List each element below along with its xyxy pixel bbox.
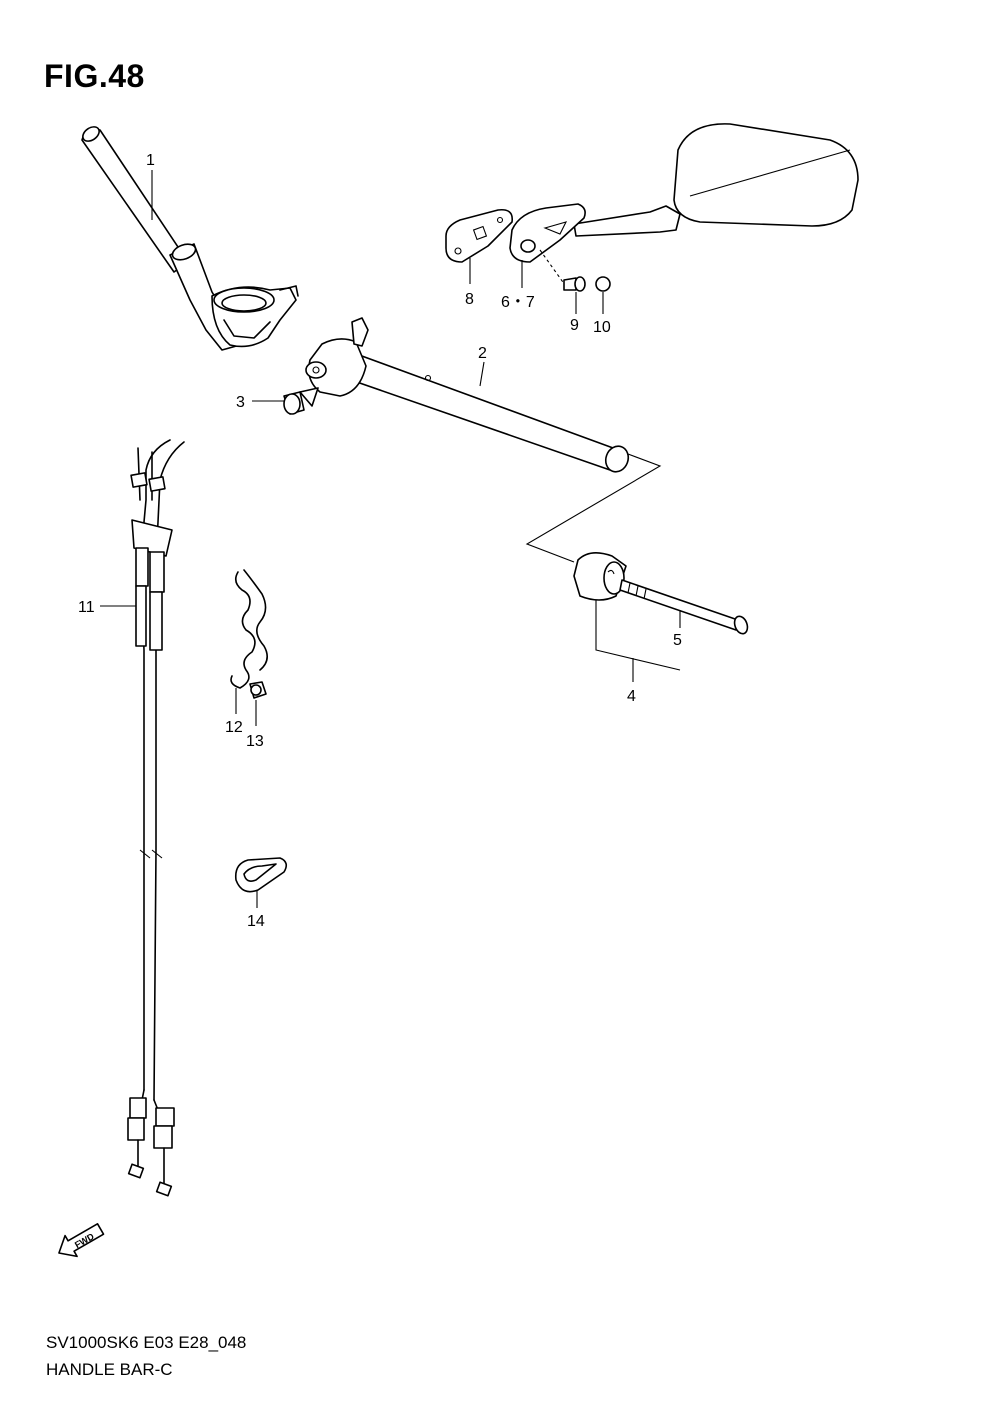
- forward-direction-arrow: FWD: [58, 1223, 105, 1258]
- callout-3: 3: [236, 394, 245, 411]
- figure-title: FIG.48: [44, 58, 145, 94]
- callout-4: 4: [627, 688, 636, 705]
- part-2-handlebar-tube: [305, 317, 630, 473]
- part-11-throttle-cables: [127, 439, 185, 1197]
- callout-9: 9: [570, 317, 579, 334]
- callout-8: 8: [465, 291, 474, 308]
- part-4-bar-end-weight: [573, 552, 627, 601]
- part-9-screw: [539, 249, 586, 292]
- callout-13: 13: [246, 733, 264, 750]
- callout-1: 1: [146, 152, 155, 169]
- part-5-long-bolt: [619, 579, 749, 635]
- part-14-clip: [234, 857, 288, 893]
- callout-6-7: 6・7: [501, 294, 535, 311]
- drawing-code: SV1000SK6 E03 E28_048: [46, 1333, 247, 1352]
- assembly-connector-line: [525, 453, 662, 563]
- leader-line-4: [595, 600, 681, 671]
- part-10-cap: [595, 276, 611, 292]
- callout-5: 5: [673, 632, 682, 649]
- callout-12: 12: [225, 719, 243, 736]
- drawing-name: HANDLE BAR-C: [46, 1360, 173, 1379]
- part-3-bolt: [283, 387, 319, 415]
- part-12-wire-clamp: [230, 569, 268, 689]
- part-8-mirror-plate: [445, 208, 514, 263]
- callout-10: 10: [593, 319, 611, 336]
- callout-2: 2: [478, 345, 487, 362]
- part-6-7-mirror: [509, 123, 859, 263]
- part-1-clip-on-handlebar: [81, 126, 299, 351]
- callout-11: 11: [78, 599, 95, 616]
- part-13-clamp-screw: [249, 681, 267, 699]
- callout-14: 14: [247, 913, 265, 930]
- leader-line-2: [479, 361, 485, 387]
